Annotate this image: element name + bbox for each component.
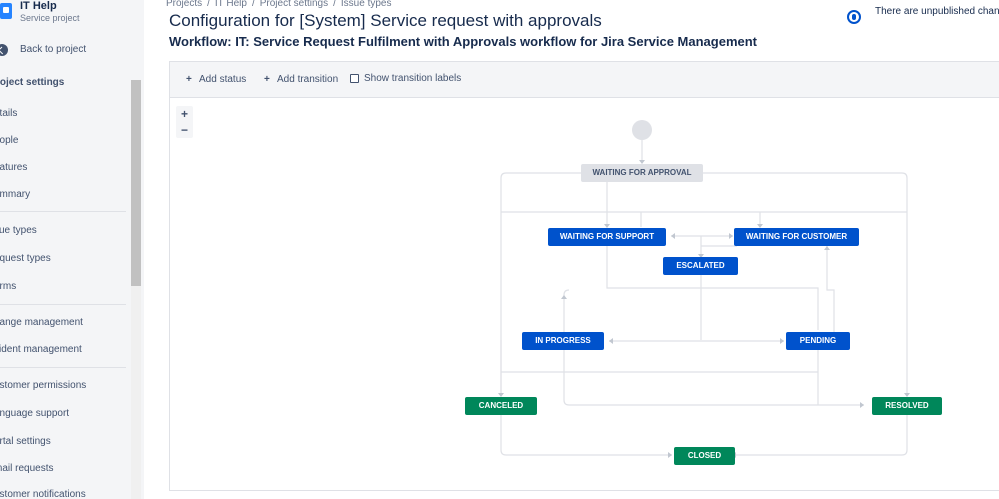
status-waiting-for-approval[interactable]: WAITING FOR APPROVAL [581, 164, 703, 182]
sidebar-divider [0, 367, 126, 368]
workflow-editor-panel: + Add status + Add transition Show transit… [169, 61, 999, 491]
sidebar-item-issue-types[interactable]: sue types [0, 225, 37, 236]
add-status-label: Add status [199, 74, 247, 85]
project-name: IT Help [20, 0, 57, 12]
sidebar-item-details[interactable]: etails [0, 108, 18, 119]
back-to-project-label: Back to project [20, 44, 87, 55]
project-type: Service project [20, 13, 80, 23]
sidebar-item-summary[interactable]: ummary [0, 189, 31, 200]
workflow-toolbar: + Add status + Add transition Show transit… [170, 62, 999, 98]
sidebar-item-change-management[interactable]: hange management [0, 317, 83, 328]
sidebar-item-request-types[interactable]: equest types [0, 253, 51, 264]
breadcrumb-projects[interactable]: Projects [166, 0, 203, 9]
sidebar-divider [0, 211, 126, 212]
workflow-subtitle: Workflow: IT: Service Request Fulfilment… [169, 34, 758, 49]
plus-icon: + [264, 74, 270, 85]
sidebar-item-customer-permissions[interactable]: ustomer permissions [0, 380, 87, 391]
unpublished-changes-text: There are unpublished change [875, 6, 999, 17]
info-icon [847, 10, 861, 24]
status-escalated[interactable]: ESCALATED [663, 257, 738, 275]
sidebar-item-incident-management[interactable]: cident management [0, 344, 82, 355]
sidebar-item-email-requests[interactable]: mail requests [0, 463, 54, 474]
breadcrumb: Projects / IT Help / Project settings / Issue … [166, 0, 392, 9]
sidebar-item-forms[interactable]: orms [0, 281, 17, 292]
sidebar-item-people[interactable]: eople [0, 135, 19, 146]
zoom-in-button[interactable]: + [180, 107, 188, 121]
main-content: Projects / IT Help / Project settings / Issue … [144, 0, 999, 499]
page-title: Configuration for [System] Service reque… [169, 11, 602, 30]
sidebar-item-language-support[interactable]: anguage support [0, 408, 70, 419]
show-transition-labels-checkbox[interactable] [350, 74, 359, 83]
breadcrumb-separator: / [251, 0, 255, 9]
breadcrumb-issue-types[interactable]: Issue types [340, 0, 392, 9]
add-transition-button[interactable]: + Add transition [264, 74, 338, 85]
add-status-button[interactable]: + Add status [186, 74, 246, 85]
zoom-out-button[interactable]: − [180, 123, 188, 137]
project-avatar-icon [0, 3, 12, 19]
sidebar-divider [0, 304, 126, 305]
zoom-controls: + − [176, 106, 193, 138]
status-resolved[interactable]: RESOLVED [872, 397, 942, 415]
breadcrumb-separator: / [333, 0, 336, 9]
status-in-progress[interactable]: IN PROGRESS [522, 332, 604, 350]
sidebar-project-header[interactable]: IT Help Service project [0, 0, 144, 26]
plus-icon: + [186, 74, 192, 85]
status-closed[interactable]: CLOSED [674, 447, 735, 465]
status-waiting-for-support[interactable]: WAITING FOR SUPPORT [548, 228, 666, 246]
status-canceled[interactable]: CANCELED [465, 397, 537, 415]
unpublished-changes-notice[interactable]: There are unpublished change [847, 6, 999, 26]
project-settings-heading: roject settings [0, 77, 65, 88]
show-transition-labels-label[interactable]: Show transition labels [364, 73, 462, 84]
breadcrumb-it-help[interactable]: IT Help [214, 0, 247, 9]
status-pending[interactable]: PENDING [786, 332, 850, 350]
sidebar-item-customer-notifications[interactable]: ustomer notifications [0, 489, 86, 499]
add-transition-label: Add transition [277, 74, 339, 85]
project-sidebar: IT Help Service project Back to project … [0, 0, 144, 499]
arrow-left-icon [0, 44, 8, 56]
status-waiting-for-customer[interactable]: WAITING FOR CUSTOMER [734, 228, 859, 246]
sidebar-scrollbar-thumb[interactable] [131, 80, 141, 286]
breadcrumb-project-settings[interactable]: Project settings [259, 0, 329, 9]
sidebar-scrollbar-track[interactable] [131, 80, 141, 499]
back-to-project-link[interactable]: Back to project [0, 40, 130, 62]
sidebar-item-portal-settings[interactable]: ortal settings [0, 436, 51, 447]
breadcrumb-separator: / [207, 0, 210, 9]
